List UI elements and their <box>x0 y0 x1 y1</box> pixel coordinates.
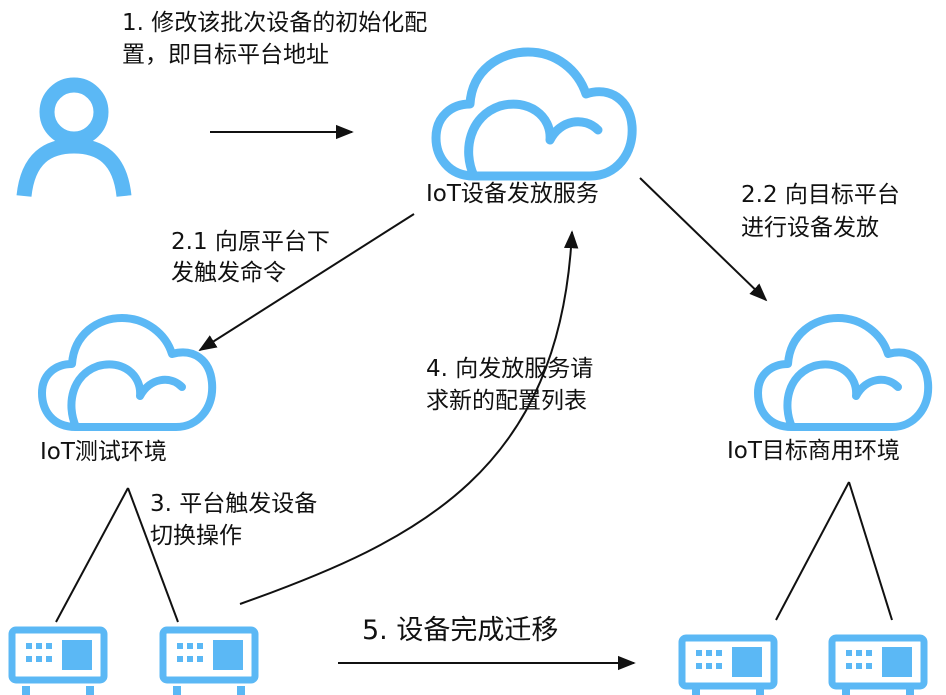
person-icon <box>16 77 132 198</box>
cloud-icon <box>431 47 637 181</box>
link-test-env-device-2 <box>127 487 179 623</box>
cloud-icon <box>754 314 933 431</box>
device-icon <box>159 626 259 695</box>
step-2-2-label-line-1: 2.2 向目标平台 <box>741 182 900 208</box>
step-1-label-line-1: 1. 修改该批次设备的初始化配 <box>122 10 428 36</box>
step-2-1-label-line-2: 发触发命令 <box>171 260 286 286</box>
step-1-label-line-2: 置，即目标平台地址 <box>122 42 329 68</box>
link-target-env-device-1 <box>775 481 850 621</box>
provisioning-service-label: IoT设备发放服务 <box>426 181 599 207</box>
target-env-label: IoT目标商用环境 <box>727 438 900 464</box>
step-5-label: 5. 设备完成迁移 <box>362 615 559 646</box>
device-icon <box>828 634 928 695</box>
step-2-2-label-line-2: 进行设备发放 <box>741 215 879 241</box>
step-3-label-line-1: 3. 平台触发设备 <box>150 491 318 517</box>
device-icon <box>8 626 108 695</box>
device-icon <box>678 634 778 695</box>
link-target-env-device-2 <box>848 481 893 621</box>
arrow-service-to-test-env <box>198 213 415 351</box>
arrow-service-to-target-env <box>639 177 768 302</box>
step-4-label-line-2: 求新的配置列表 <box>426 388 587 414</box>
step-4-label-line-1: 4. 向发放服务请 <box>426 356 594 382</box>
step-3-label-line-2: 切换操作 <box>150 523 242 549</box>
arrow-device-to-service <box>239 230 579 605</box>
link-test-env-device-1 <box>55 487 129 623</box>
cloud-icon <box>38 314 217 431</box>
step-2-1-label-line-1: 2.1 向原平台下 <box>171 229 330 255</box>
test-env-label: IoT测试环境 <box>40 439 167 465</box>
